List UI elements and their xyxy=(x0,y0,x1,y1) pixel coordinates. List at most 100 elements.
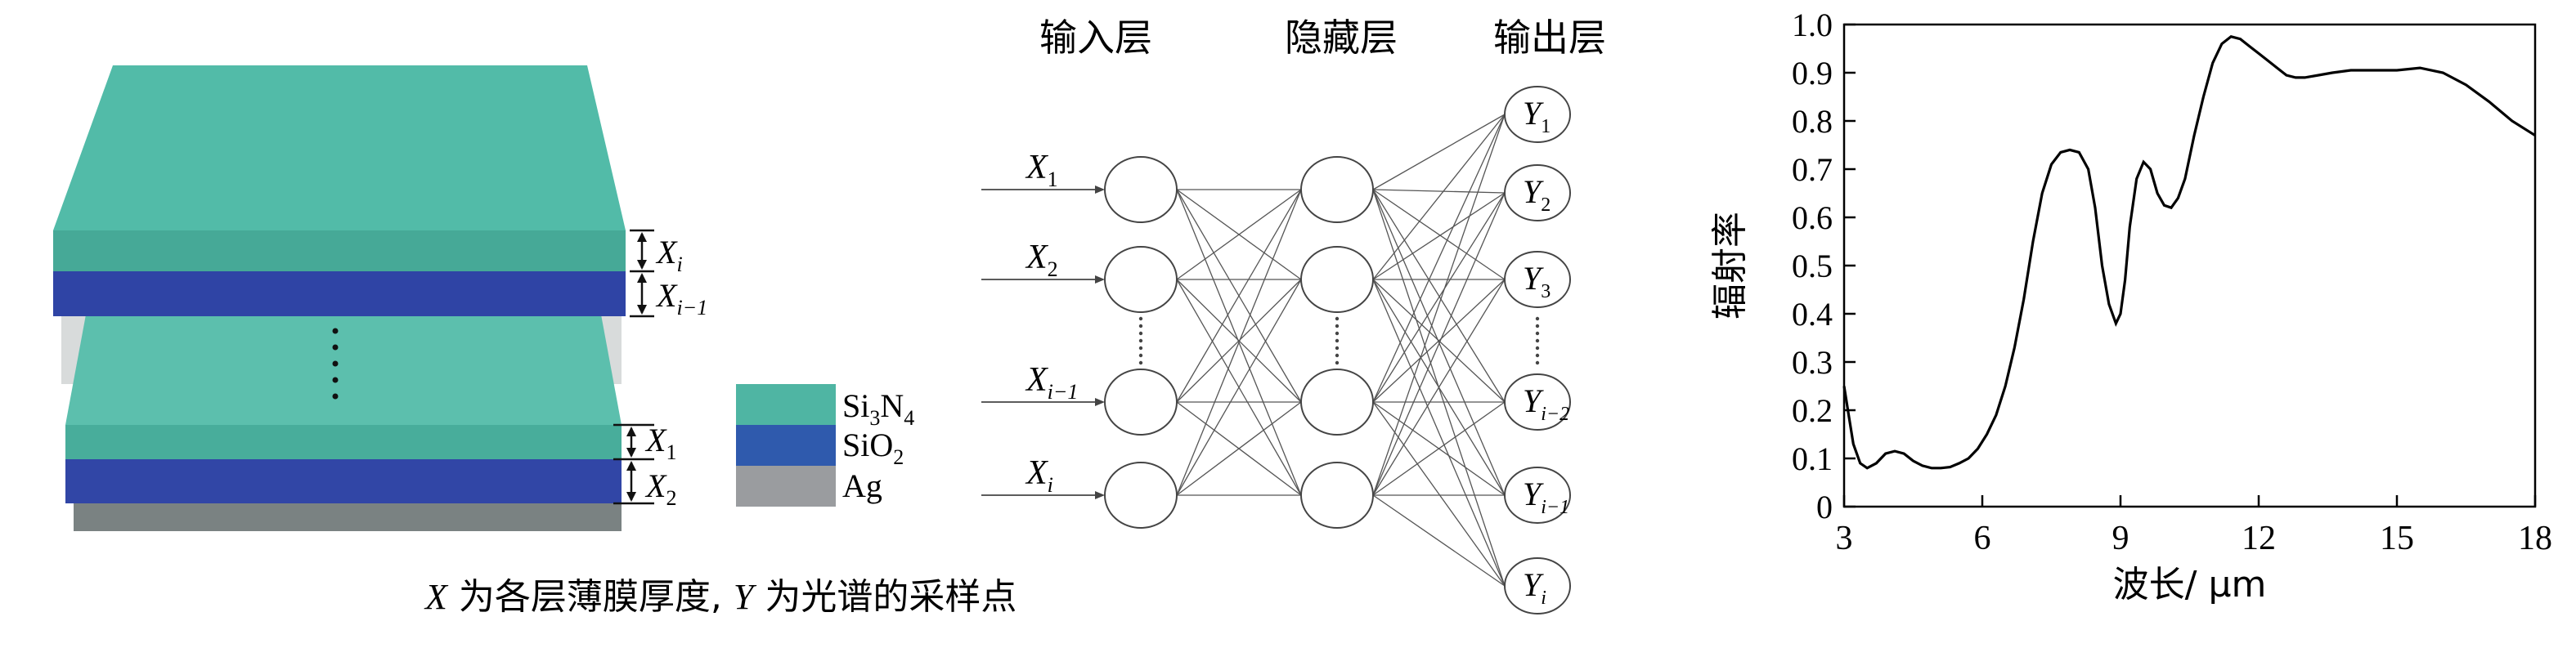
output-label: Yi xyxy=(1523,566,1546,609)
edge-hidden-output xyxy=(1372,279,1506,587)
input-node xyxy=(1104,156,1178,223)
plot-frame xyxy=(1842,23,2537,508)
x-tick-label: 18 xyxy=(2518,520,2552,557)
output-label: Y1 xyxy=(1523,95,1551,137)
legend-label-sio2: SiO2 xyxy=(842,427,904,469)
input-node xyxy=(1104,246,1178,313)
input-node xyxy=(1104,369,1178,436)
edge-hidden-output xyxy=(1372,189,1506,403)
input-label: X1 xyxy=(1025,149,1058,191)
edge-hidden-output xyxy=(1372,192,1506,403)
layer-ellipsis-dot xyxy=(1335,324,1340,328)
layer-ellipsis-dot xyxy=(1535,338,1540,343)
output-node xyxy=(1504,86,1571,143)
edge-input-hidden xyxy=(1176,401,1302,496)
hidden-node xyxy=(1300,156,1374,223)
lower-sio2-layer xyxy=(65,459,622,503)
x-tick-label: 6 xyxy=(1974,520,1991,557)
edge-hidden-output xyxy=(1372,192,1506,496)
edge-input-hidden xyxy=(1176,279,1302,403)
input-arrowhead xyxy=(1095,491,1105,499)
upper-sio2-layer xyxy=(53,271,626,316)
edge-hidden-output xyxy=(1372,114,1506,403)
chart-ticks xyxy=(1842,23,2537,508)
edge-hidden-output xyxy=(1372,494,1506,587)
label-xi: Xi xyxy=(655,234,683,276)
legend-swatch-si3n4 xyxy=(736,384,836,425)
legend-swatch-ag xyxy=(736,466,836,507)
lower-si3n4-top xyxy=(65,315,622,425)
thickness-marker-lower xyxy=(613,423,654,505)
edge-hidden-output xyxy=(1372,401,1506,496)
edge-hidden-output xyxy=(1372,189,1506,194)
upper-si3n4-side xyxy=(53,230,626,271)
layer-ellipsis-dot xyxy=(1335,353,1340,358)
output-node xyxy=(1504,251,1571,308)
lower-ag-layer xyxy=(74,503,622,531)
x-tick-label: 12 xyxy=(2242,520,2276,557)
lower-si3n4-side xyxy=(65,425,622,459)
hidden-node xyxy=(1300,462,1374,529)
input-label: Xi−1 xyxy=(1025,361,1078,404)
output-node xyxy=(1504,164,1571,221)
input-arrowhead xyxy=(1095,275,1105,284)
output-node xyxy=(1504,467,1571,524)
edge-hidden-output xyxy=(1372,114,1506,190)
edge-hidden-output xyxy=(1372,279,1506,403)
network-connections xyxy=(981,114,1506,587)
hidden-node xyxy=(1300,246,1374,313)
y-axis-label: 辐射率 xyxy=(1709,212,1751,320)
legend-swatch-sio2 xyxy=(736,425,836,466)
y-tick-label: 0.2 xyxy=(1792,392,1833,429)
y-tick-label: 0.1 xyxy=(1792,440,1833,477)
output-node xyxy=(1504,557,1571,614)
edge-hidden-output xyxy=(1372,189,1506,280)
layer-ellipsis-dot xyxy=(1535,331,1540,336)
legend-label-ag: Ag xyxy=(842,467,882,504)
output-label: Y3 xyxy=(1523,260,1551,302)
legend-label-si3n4: Si3N4 xyxy=(842,387,914,430)
x-tick-label: 3 xyxy=(1836,520,1853,557)
hidden-node xyxy=(1300,369,1374,436)
label-xi-minus-1: Xi−1 xyxy=(655,277,707,320)
layer-ellipsis-dot xyxy=(1535,353,1540,358)
edge-hidden-output xyxy=(1372,114,1506,496)
input-arrowhead xyxy=(1095,398,1105,406)
y-tick-label: 0 xyxy=(1816,489,1833,525)
y-tick-label: 0.7 xyxy=(1792,151,1833,188)
header-output-layer: 输出层 xyxy=(1493,16,1606,60)
input-label: X2 xyxy=(1025,239,1058,281)
layer-ellipsis-dot xyxy=(1535,324,1540,328)
x-axis-label: 波长/ μm xyxy=(2113,564,2267,606)
layer-ellipsis-dot xyxy=(1535,316,1540,321)
y-tick-label: 0.3 xyxy=(1792,344,1833,381)
input-label: Xi xyxy=(1025,454,1053,497)
y-tick-label: 1.0 xyxy=(1792,7,1833,43)
upper-si3n4-top xyxy=(53,65,626,230)
output-label: Yi−1 xyxy=(1523,476,1569,518)
header-hidden-layer: 隐藏层 xyxy=(1285,16,1398,60)
y-tick-label: 0.4 xyxy=(1792,296,1833,333)
input-node xyxy=(1104,462,1178,529)
x-tick-label: 9 xyxy=(2112,520,2129,557)
film-stack: Xi Xi−1 X1 X2 xyxy=(53,65,707,531)
edge-input-hidden xyxy=(1176,189,1302,496)
y-tick-label: 0.9 xyxy=(1792,55,1833,92)
edge-hidden-output xyxy=(1372,401,1506,587)
output-label: Y2 xyxy=(1523,173,1551,216)
network-nodes xyxy=(1104,86,1571,614)
label-x2: X2 xyxy=(644,467,676,510)
layer-ellipsis-dot xyxy=(1138,316,1143,321)
layer-ellipsis-dot xyxy=(1138,346,1143,351)
layer-ellipsis-dot xyxy=(1335,346,1340,351)
y-tick-label: 0.6 xyxy=(1792,199,1833,236)
layer-ellipsis-dot xyxy=(1335,338,1340,343)
layer-ellipsis-dot xyxy=(1138,360,1143,365)
edge-hidden-output xyxy=(1372,192,1506,280)
layer-ellipsis-dot xyxy=(1335,316,1340,321)
